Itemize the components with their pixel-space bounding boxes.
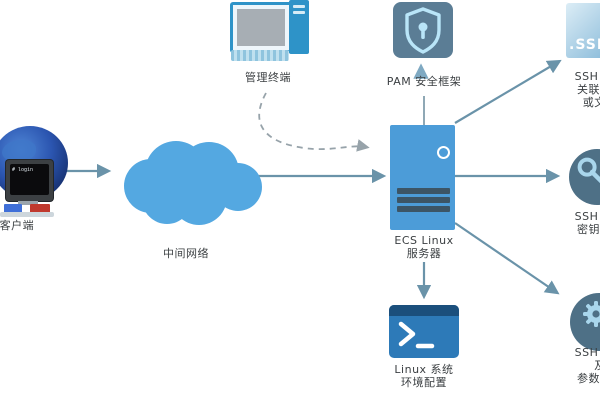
linux-env-label: Linux 系统 环境配置 — [379, 363, 469, 389]
server-vent-bar — [397, 206, 450, 212]
mgmt-monitor-screen — [237, 9, 285, 46]
mgmt-monitor-icon — [230, 2, 292, 53]
pam-label: PAM 安全框架 — [386, 75, 462, 88]
server-power-ring — [437, 146, 450, 159]
ecs-server-icon — [390, 125, 455, 230]
client-terminal-screen: # login — [10, 164, 49, 195]
mgmt-tower-icon — [289, 0, 309, 54]
linux-env-label-line2: 环境配置 — [401, 376, 447, 389]
tower-drive-slot — [293, 11, 305, 14]
ssh-key-circle — [569, 149, 600, 205]
server-label-line1: ECS Linux — [394, 234, 454, 247]
gears-icon — [583, 301, 600, 327]
network-label: 中间网络 — [163, 247, 209, 260]
ssh-files-label-line1: SSH 服务 — [574, 70, 600, 83]
client-keyboard — [0, 212, 54, 217]
arrow-server-to-ssh-files — [454, 59, 562, 124]
server-vent-bar — [397, 197, 450, 203]
ssh-files-label-line2: 关联账号 — [577, 83, 600, 96]
ssh-key-label-line1: SSH 服务 — [574, 210, 600, 223]
globe-continent — [2, 140, 36, 162]
key-icon — [577, 157, 600, 192]
network-cloud-icon — [124, 141, 262, 225]
mgmt-keyboard-icon — [231, 50, 289, 61]
ssh-key-label-line2: 密钥配置 — [577, 223, 600, 236]
dashed-arrow-mgmt-to-server — [258, 92, 370, 152]
ssh-params-circle — [570, 293, 600, 351]
ssh-params-label-line1: SSH 服务 — [574, 346, 600, 359]
desk-object-blue — [4, 204, 22, 213]
terminal-titlebar — [389, 305, 459, 316]
monitor-stand — [18, 201, 38, 205]
ssh-params-label-line2: 及 — [555, 359, 600, 372]
ssh-files-label: SSH 服务 关联账号 或文件 — [555, 70, 600, 109]
terminal-login-text: # login — [12, 167, 34, 173]
linux-env-label-line1: Linux 系统 — [394, 363, 454, 376]
linux-env-terminal-icon — [389, 305, 459, 358]
ssh-files-icon: .SSH — [566, 3, 600, 58]
ssh-key-label: SSH 服务 密钥配置 — [555, 210, 600, 236]
ssh-params-label: SSH 服务 及 参数配置 — [555, 346, 600, 385]
client-label: SSH 客户端 — [0, 219, 35, 232]
shield-keyhole-icon — [405, 7, 441, 54]
desk-object-red — [30, 204, 50, 213]
server-label-line2: 服务器 — [406, 247, 442, 260]
ssh-files-label-line3: 或文件 — [582, 96, 600, 109]
ssh-folder-text: .SSH — [569, 37, 600, 53]
client-terminal-icon: # login — [6, 160, 53, 201]
mgmt-terminal-label: 管理终端 — [245, 71, 291, 84]
arrow-server-to-ssh-params — [454, 222, 560, 295]
ssh-params-label-line3: 参数配置 — [577, 372, 600, 385]
prompt-icon — [398, 321, 435, 349]
server-vent-bar — [397, 188, 450, 194]
tower-drive-slot — [293, 5, 305, 8]
pam-shield-tile — [393, 2, 453, 58]
server-label: ECS Linux 服务器 — [379, 234, 469, 260]
